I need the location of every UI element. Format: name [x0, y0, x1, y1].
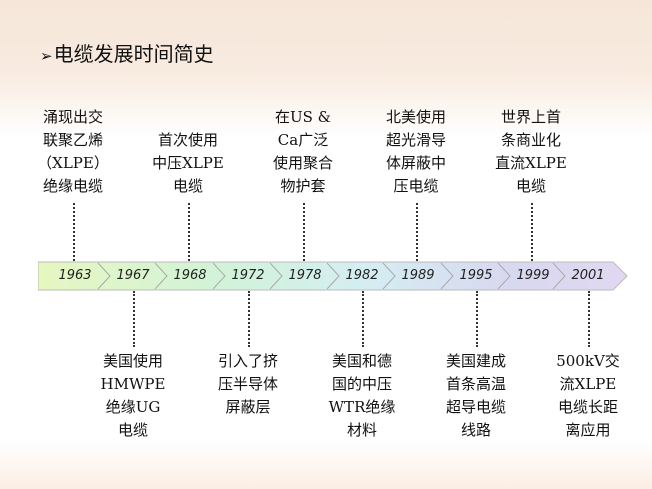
timeline-event: 500kV交流XLPE 电缆长距离应用	[533, 350, 643, 442]
event-text-line: 电缆	[117, 421, 148, 439]
event-text-line: 离应用	[565, 421, 611, 439]
event-text-line: 500kV交	[556, 352, 620, 370]
event-text-line: 使用聚合	[272, 154, 333, 172]
event-text-line: 直流XLPE	[495, 154, 567, 172]
connector-dotted-line	[133, 291, 135, 347]
event-text-line: 材料	[346, 421, 377, 439]
event-text-line: 首次使用	[157, 131, 218, 149]
connector-dotted-line	[73, 203, 75, 261]
timeline-event: 美国和德国的中压 WTR绝缘材料	[307, 350, 417, 442]
chevron-divider	[97, 262, 111, 290]
timeline-event: 世界上首条商业化直流XLPE 电缆	[476, 106, 586, 198]
connector-dotted-line	[531, 203, 533, 261]
connector-dotted-line	[416, 203, 418, 261]
event-text-line: 中压XLPE	[152, 154, 224, 172]
year-label: 1982	[345, 268, 379, 283]
event-text-line: 超导电缆	[445, 398, 506, 416]
connector-dotted-line	[188, 203, 190, 261]
connector-dotted-line	[588, 291, 590, 347]
event-text-line: 首条高温	[445, 375, 506, 393]
event-text-line: 屏蔽层	[225, 398, 271, 416]
timeline-event: 涌现出交联聚乙烯 （XLPE） 绝缘电缆	[18, 106, 128, 198]
year-label: 1968	[173, 268, 207, 283]
timeline-bar	[38, 261, 628, 291]
event-text-line: 体屏蔽中	[385, 154, 446, 172]
event-text-line: 绝缘UG	[105, 398, 161, 416]
connector-dotted-line	[362, 291, 364, 347]
event-text-line: 电缆	[515, 177, 546, 195]
event-text-line: 物护套	[280, 177, 326, 195]
event-text-line: 国的中压	[331, 375, 392, 393]
slide-title: ➢电缆发展时间简史	[40, 38, 214, 67]
event-text-line: 超光滑导	[385, 131, 446, 149]
chevron-divider	[326, 262, 340, 290]
title-text: 电缆发展时间简史	[53, 42, 214, 66]
event-text-line: 美国使用	[102, 352, 163, 370]
year-label: 1995	[459, 268, 493, 283]
event-text-line: 美国和德	[331, 352, 392, 370]
event-text-line: 线路	[460, 421, 491, 439]
year-label: 2001	[571, 268, 605, 283]
chevron-divider	[154, 262, 168, 290]
chevron-divider	[212, 262, 226, 290]
event-text-line: WTR绝缘	[328, 398, 396, 416]
year-label: 1989	[401, 268, 435, 283]
event-text-line: 引入了挤	[217, 352, 278, 370]
chevron-divider	[552, 262, 566, 290]
event-text-line: 联聚乙烯	[42, 131, 103, 149]
event-text-line: 压电缆	[393, 177, 439, 195]
timeline-event: 在US & Ca广泛使用聚合物护套	[248, 106, 358, 198]
chevron-divider	[269, 262, 283, 290]
year-label: 1967	[116, 268, 150, 283]
event-text-line: HMWPE	[100, 375, 166, 393]
event-text-line: 美国建成	[445, 352, 506, 370]
event-text-line: 绝缘电缆	[42, 177, 103, 195]
timeline-event: 引入了挤压半导体屏蔽层	[193, 350, 303, 419]
event-text-line: 北美使用	[385, 108, 446, 126]
connector-dotted-line	[248, 291, 250, 347]
event-text-line: （XLPE）	[37, 154, 109, 172]
timeline-event: 首次使用中压XLPE 电缆	[133, 129, 243, 198]
year-label: 1999	[516, 268, 550, 283]
arrow-bullet-icon: ➢	[40, 47, 53, 65]
year-label: 1963	[58, 268, 92, 283]
event-text-line: 条商业化	[500, 131, 561, 149]
chevron-divider	[382, 262, 396, 290]
event-text-line: 世界上首	[500, 108, 561, 126]
timeline-event: 美国使用 HMWPE 绝缘UG 电缆	[78, 350, 188, 442]
year-label: 1972	[231, 268, 265, 283]
year-label: 1978	[288, 268, 322, 283]
event-text-line: 压半导体	[217, 375, 278, 393]
chevron-divider	[440, 262, 454, 290]
timeline-event: 北美使用超光滑导体屏蔽中压电缆	[361, 106, 471, 198]
event-text-line: 电缆长距	[557, 398, 618, 416]
event-text-line: 流XLPE	[559, 375, 617, 393]
event-text-line: 电缆	[172, 177, 203, 195]
timeline-event: 美国建成首条高温超导电缆线路	[421, 350, 531, 442]
event-text-line: 涌现出交	[42, 108, 103, 126]
event-text-line: Ca广泛	[277, 131, 329, 149]
event-text-line: 在US &	[274, 108, 332, 126]
connector-dotted-line	[303, 203, 305, 261]
connector-dotted-line	[476, 291, 478, 347]
chevron-divider	[497, 262, 511, 290]
